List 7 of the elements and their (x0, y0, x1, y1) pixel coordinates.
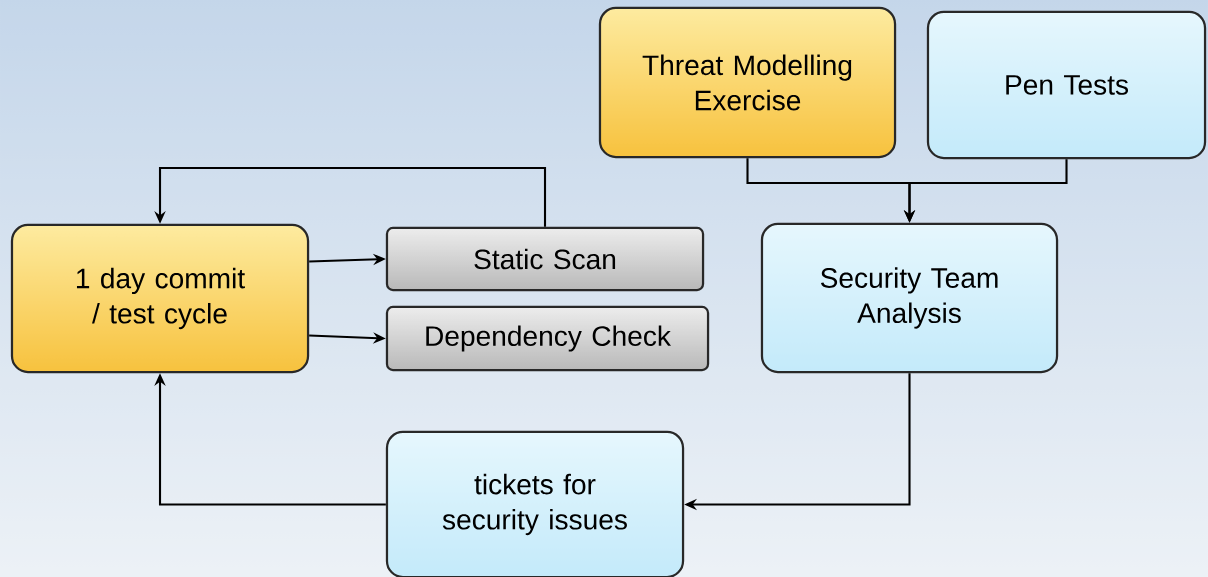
tool-box: Dependency Check (385, 305, 710, 372)
process-box: tickets for security issues (385, 430, 685, 577)
process-box: Pen Tests (926, 10, 1207, 160)
process-box: Threat Modelling Exercise (598, 6, 897, 159)
process-box: Security Team Analysis (760, 222, 1059, 374)
process-box: 1 day commit / test cycle (10, 223, 310, 374)
tool-box: Static Scan (385, 226, 705, 292)
